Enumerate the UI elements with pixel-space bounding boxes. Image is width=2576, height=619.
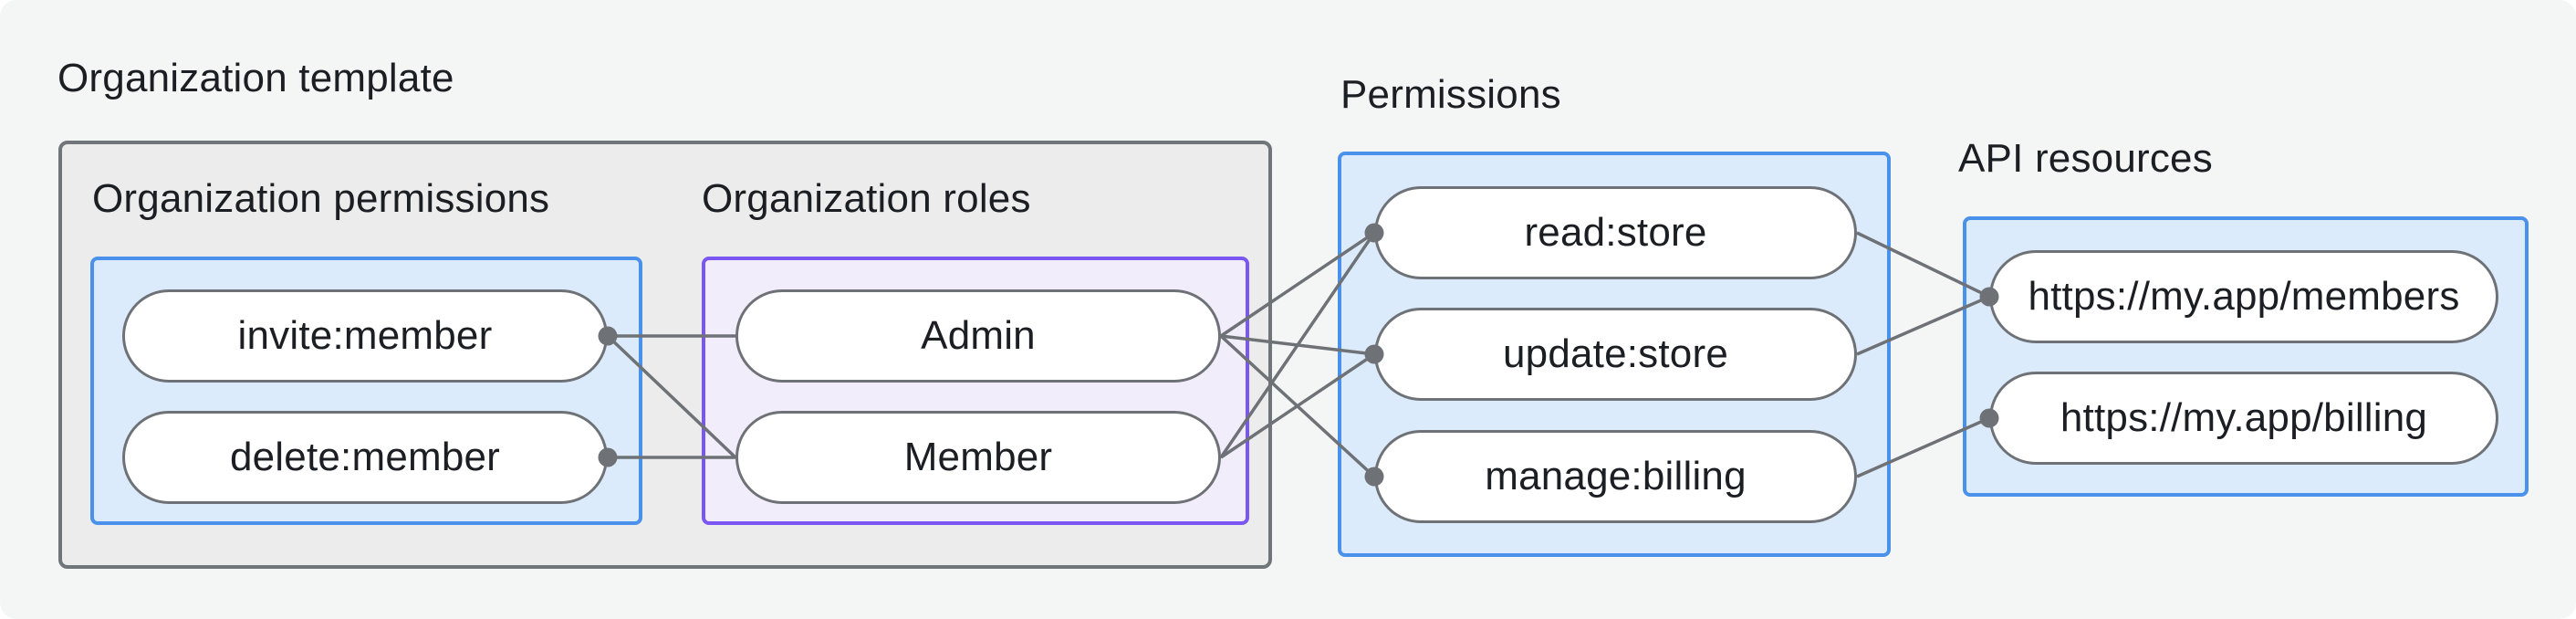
node-pill-invite-member: invite:member	[122, 289, 608, 383]
node-pill-read-store: read:store	[1374, 186, 1857, 279]
node-pill-member: Member	[735, 411, 1221, 504]
permissions-label: Permissions	[1340, 72, 1561, 117]
organization-roles-label: Organization roles	[702, 176, 1031, 221]
node-pill-delete-member: delete:member	[122, 411, 608, 504]
node-pill-admin: Admin	[735, 289, 1221, 383]
api-resources-label: API resources	[1958, 136, 2213, 181]
node-pill-billing-url: https://my.app/billing	[1989, 372, 2498, 465]
organization-template-label: Organization template	[57, 56, 454, 100]
node-pill-manage-billing: manage:billing	[1374, 430, 1857, 523]
node-pill-members-url: https://my.app/members	[1989, 250, 2498, 343]
organization-permissions-label: Organization permissions	[92, 176, 550, 221]
node-pill-update-store: update:store	[1374, 308, 1857, 401]
